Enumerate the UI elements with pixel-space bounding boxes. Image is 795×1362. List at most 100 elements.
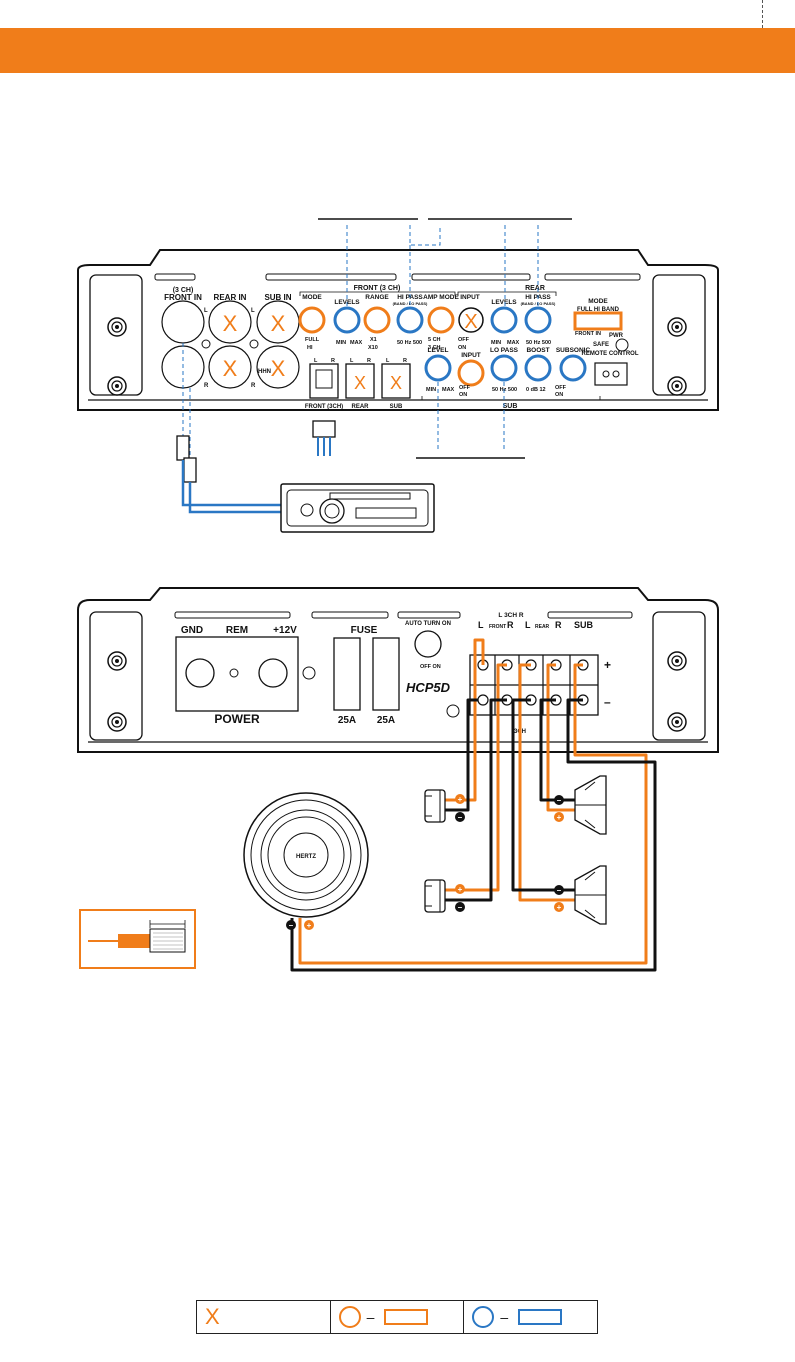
svg-text:–: – bbox=[458, 903, 463, 912]
screw-icon bbox=[667, 317, 687, 337]
legend: X – – bbox=[196, 1300, 598, 1334]
svg-text:ON: ON bbox=[458, 345, 466, 351]
x-mark: X bbox=[223, 311, 238, 336]
svg-text:SAFE: SAFE bbox=[593, 342, 609, 348]
svg-text:R: R bbox=[507, 620, 514, 630]
fuse-1 bbox=[333, 637, 361, 711]
svg-text:R: R bbox=[367, 358, 371, 364]
reference-leaders bbox=[182, 218, 572, 470]
rear-hi-pass-knob bbox=[524, 306, 552, 334]
svg-text:LEVELS: LEVELS bbox=[491, 299, 517, 306]
tweeter-front-left bbox=[424, 789, 446, 823]
svg-text:X10: X10 bbox=[368, 345, 378, 351]
svg-text:OFF: OFF bbox=[459, 385, 471, 391]
svg-text:25A: 25A bbox=[338, 715, 356, 726]
svg-text:L 3CH R: L 3CH R bbox=[498, 612, 523, 619]
front-tweeters bbox=[424, 789, 446, 913]
svg-text:MODE: MODE bbox=[588, 298, 608, 305]
ch-l-label: L bbox=[251, 308, 255, 314]
svg-text:MIN: MIN bbox=[491, 340, 501, 346]
amp-bottom-panel: GND REM +12V POWER FUSE 25A 25A AUTO TUR… bbox=[77, 587, 719, 753]
svg-text:MAX: MAX bbox=[442, 387, 455, 393]
svg-text:OFF ON: OFF ON bbox=[420, 664, 441, 670]
rear-in-l-jack bbox=[208, 300, 252, 344]
svg-text:HHN: HHN bbox=[258, 369, 271, 375]
svg-text:+: + bbox=[557, 813, 562, 822]
svg-text:RANGE: RANGE bbox=[365, 294, 389, 301]
orange-rect-icon bbox=[384, 1309, 429, 1325]
svg-text:L: L bbox=[314, 358, 318, 364]
ch-r-label: R bbox=[204, 383, 209, 389]
sub-input-switch bbox=[457, 359, 485, 387]
svg-text:0 dB 12: 0 dB 12 bbox=[526, 387, 546, 393]
svg-text:OFF: OFF bbox=[458, 337, 470, 343]
ch-r-label: R bbox=[251, 383, 256, 389]
subsonic-knob bbox=[559, 354, 587, 382]
svg-text:X: X bbox=[354, 373, 366, 393]
svg-text:+: + bbox=[604, 658, 611, 672]
front-in-l-jack bbox=[161, 300, 205, 344]
svg-text:REMOTE CONTROL: REMOTE CONTROL bbox=[582, 351, 639, 357]
hi-pass-knob bbox=[396, 306, 424, 334]
svg-text:–: – bbox=[557, 886, 562, 895]
hhn-connectors: HHN X X L R L R L R FRONT (3CH) REAR SUB bbox=[258, 358, 411, 410]
svg-text:OFF: OFF bbox=[555, 385, 567, 391]
svg-text:MIN: MIN bbox=[426, 387, 436, 393]
svg-text:L: L bbox=[525, 620, 531, 630]
amp-mode-switch bbox=[427, 306, 455, 334]
lo-pass-knob bbox=[490, 354, 518, 382]
remote-control-port bbox=[594, 362, 628, 386]
front-3ch-label: FRONT (3 CH) bbox=[354, 285, 401, 292]
sub-level-knob bbox=[424, 354, 452, 382]
screw-icon bbox=[667, 376, 687, 396]
svg-text:R: R bbox=[555, 620, 562, 630]
svg-text:POWER: POWER bbox=[214, 712, 260, 726]
pwr-led bbox=[615, 338, 629, 352]
blue-rect-icon bbox=[518, 1309, 563, 1325]
screw-icon bbox=[107, 317, 127, 337]
svg-text:SUB: SUB bbox=[574, 620, 594, 630]
svg-text:25A: 25A bbox=[377, 715, 395, 726]
svg-text:MAX: MAX bbox=[350, 340, 363, 346]
svg-text:LO PASS: LO PASS bbox=[490, 347, 519, 354]
svg-text:FRONT: FRONT bbox=[489, 624, 506, 630]
svg-text:L: L bbox=[478, 620, 484, 630]
svg-text:PWR: PWR bbox=[609, 333, 624, 339]
front-in-group-label: (3 CH) bbox=[173, 287, 194, 294]
svg-text:X1: X1 bbox=[370, 337, 377, 343]
boost-knob bbox=[524, 354, 552, 382]
svg-text:MODE: MODE bbox=[302, 294, 322, 301]
mode-switch bbox=[298, 306, 326, 334]
rear-speakers bbox=[574, 775, 607, 925]
svg-text:R: R bbox=[331, 358, 335, 364]
svg-text:FUSE: FUSE bbox=[351, 625, 378, 636]
model-label: HCP5D bbox=[406, 680, 451, 695]
svg-text:SUB: SUB bbox=[503, 403, 518, 410]
svg-text:INPUT: INPUT bbox=[460, 294, 480, 301]
legend-x-mark: X bbox=[205, 1304, 220, 1329]
svg-text:3 CH: 3 CH bbox=[428, 345, 441, 351]
subwoofer: HERTZ bbox=[243, 792, 369, 918]
svg-text:+: + bbox=[458, 885, 463, 894]
svg-text:SUBSONIC: SUBSONIC bbox=[556, 347, 591, 354]
rca-inputs: X X X X (3 CH) FRONT IN REAR IN SUB IN L… bbox=[161, 287, 300, 389]
svg-text:X: X bbox=[464, 311, 477, 333]
svg-text:FULL: FULL bbox=[305, 337, 320, 343]
svg-text:50 Hz 500: 50 Hz 500 bbox=[492, 387, 517, 393]
speaker-rear-right bbox=[574, 775, 607, 835]
front-in-label: FRONT IN bbox=[164, 293, 202, 302]
svg-text:ON: ON bbox=[459, 392, 467, 398]
svg-text:–: – bbox=[604, 695, 611, 709]
screw-icon bbox=[107, 376, 127, 396]
fuse-2 bbox=[372, 637, 400, 711]
orange-circle-icon bbox=[338, 1306, 361, 1328]
svg-text:50 Hz 500: 50 Hz 500 bbox=[526, 340, 551, 346]
svg-text:REAR: REAR bbox=[535, 624, 550, 630]
svg-text:REM: REM bbox=[226, 625, 248, 636]
legend-not-used: X bbox=[197, 1301, 331, 1333]
ch-l-label: L bbox=[204, 308, 208, 314]
svg-text:LEVEL: LEVEL bbox=[428, 347, 449, 354]
rear-levels-knob bbox=[490, 306, 518, 334]
svg-text:L: L bbox=[350, 358, 354, 364]
